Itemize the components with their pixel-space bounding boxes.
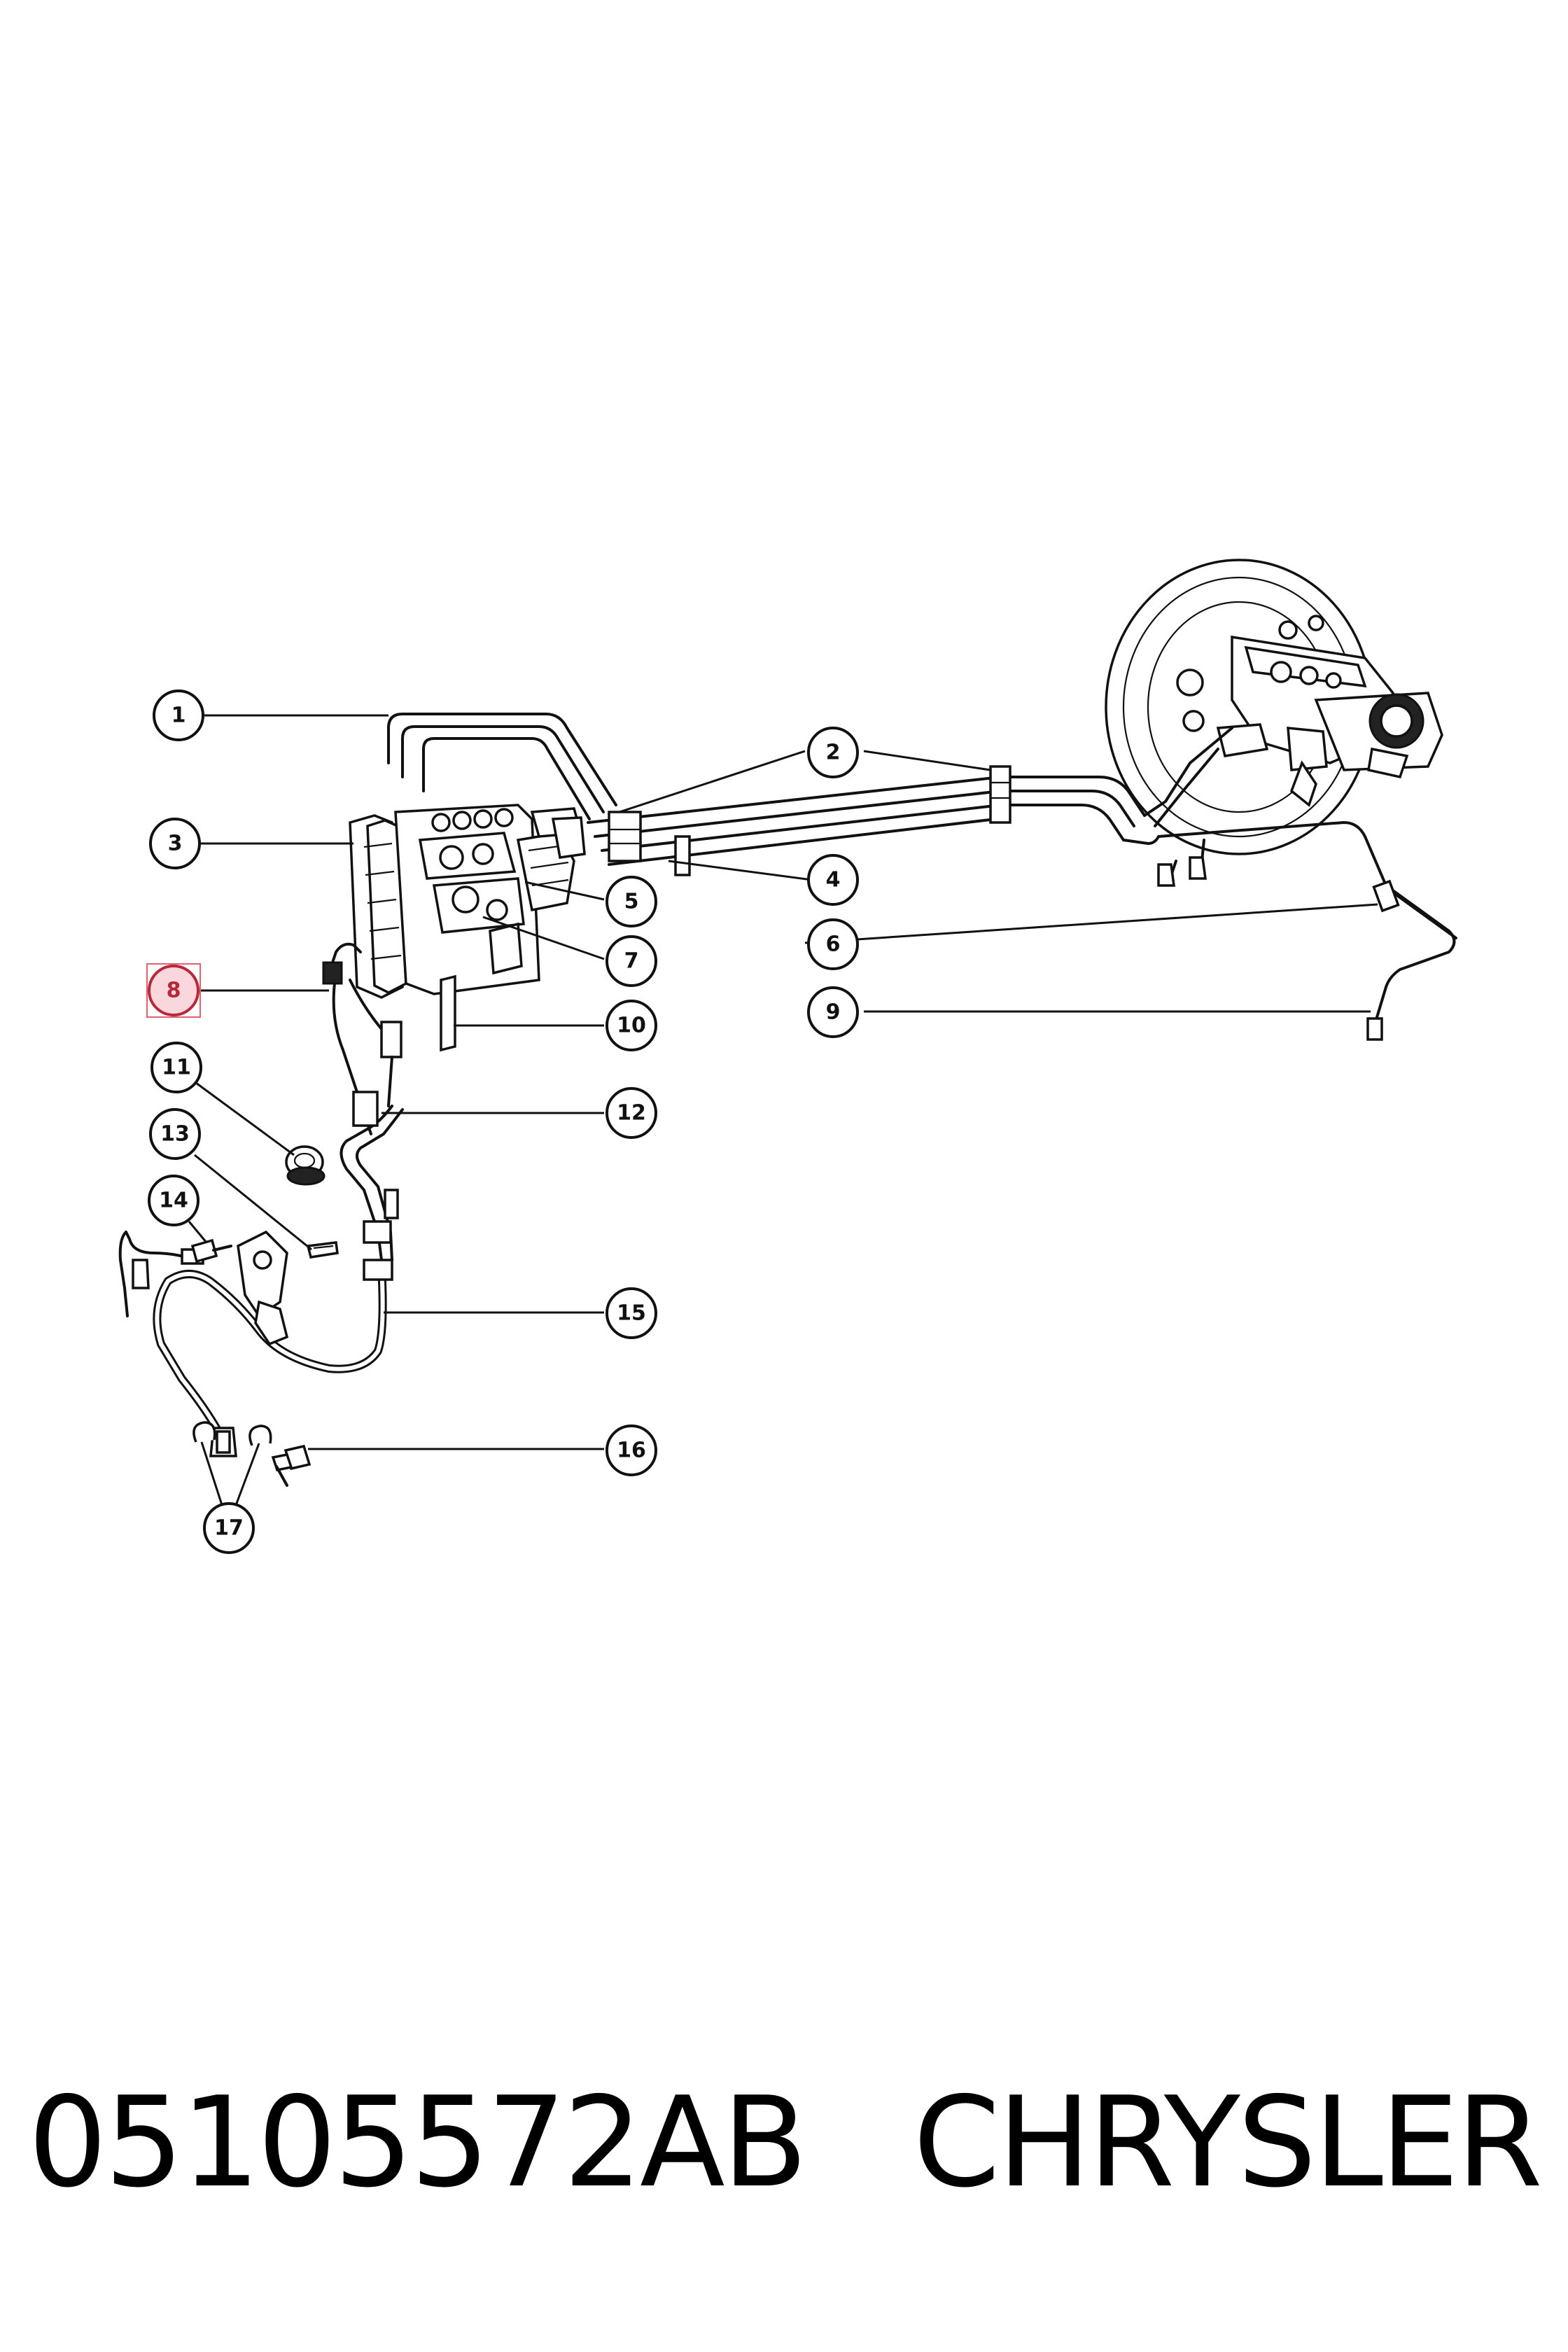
leader-lines	[188, 714, 1378, 1508]
callout-8-highlight-box	[146, 963, 201, 1018]
abs-module	[349, 804, 586, 1052]
svg-text:10: 10	[617, 1014, 646, 1038]
callout-5[interactable]: 5	[606, 876, 657, 927]
svg-text:3: 3	[168, 832, 183, 856]
clip-part	[306, 1241, 339, 1259]
callout-7[interactable]: 7	[606, 935, 657, 987]
callout-16[interactable]: 16	[606, 1424, 657, 1476]
callout-3[interactable]: 3	[149, 818, 201, 869]
callout-2[interactable]: 2	[807, 727, 859, 778]
callout-11[interactable]: 11	[150, 1042, 202, 1093]
callout-12[interactable]: 12	[606, 1087, 657, 1139]
brake-booster-assembly	[1105, 559, 1443, 855]
svg-text:11: 11	[162, 1056, 191, 1080]
bolt-part-14	[190, 1238, 232, 1264]
svg-text:13: 13	[160, 1122, 190, 1147]
svg-text:12: 12	[617, 1101, 646, 1126]
svg-text:6: 6	[826, 932, 841, 957]
svg-text:17: 17	[214, 1516, 244, 1541]
svg-text:5: 5	[624, 890, 639, 914]
svg-text:15: 15	[617, 1301, 646, 1326]
front-brake-line	[118, 1091, 404, 1457]
svg-text:7: 7	[624, 949, 639, 974]
callout-1[interactable]: 1	[153, 690, 204, 741]
callout-17[interactable]: 17	[203, 1502, 255, 1554]
svg-text:16: 16	[617, 1438, 646, 1463]
svg-text:14: 14	[159, 1189, 188, 1213]
callout-15[interactable]: 15	[606, 1287, 657, 1339]
callout-6[interactable]: 6	[807, 918, 859, 970]
callout-8[interactable]: 8	[148, 965, 200, 1016]
brand-name: CHRYSLER	[913, 2069, 1543, 2215]
callout-4[interactable]: 4	[807, 854, 859, 906]
svg-text:9: 9	[826, 1000, 841, 1025]
callout-9[interactable]: 9	[807, 986, 859, 1038]
banjo-bolt-part	[271, 1444, 312, 1487]
grommet-part	[285, 1145, 326, 1186]
callout-13[interactable]: 13	[149, 1108, 201, 1160]
svg-text:1: 1	[172, 704, 186, 728]
brake-line-bundle	[387, 713, 1457, 1041]
part-caption: 05105572AB CHRYSLER	[28, 2065, 1543, 2219]
svg-text:8: 8	[167, 979, 181, 1003]
part-number: 05105572AB	[28, 2069, 808, 2215]
svg-text:2: 2	[826, 741, 841, 765]
callout-10[interactable]: 10	[606, 1000, 657, 1051]
svg-text:4: 4	[826, 868, 841, 892]
callout-14[interactable]: 14	[148, 1175, 200, 1226]
washer-parts	[192, 1421, 272, 1446]
